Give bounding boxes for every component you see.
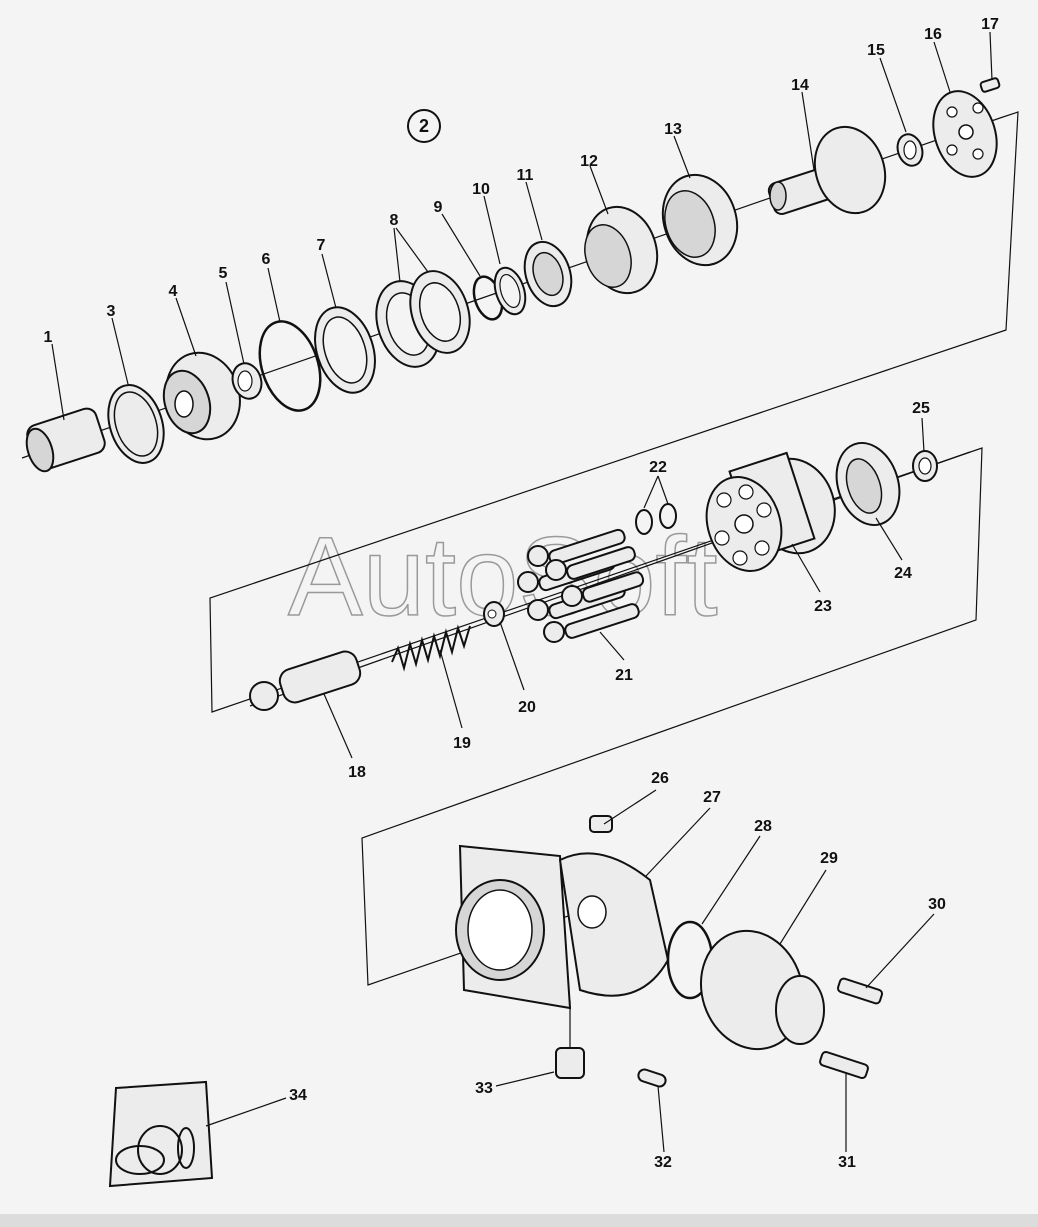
part-1-splined-coupling [25, 407, 106, 473]
callout-20: 20 [518, 699, 536, 716]
callout-9: 9 [434, 199, 443, 216]
part-29-port-plate [699, 929, 825, 1051]
callout-8: 8 [390, 212, 399, 229]
callout-19: 19 [453, 735, 471, 752]
callout-27: 27 [703, 789, 721, 806]
part-5-seal [231, 362, 263, 400]
part-30-bolt [836, 977, 884, 1005]
part-3-retaining-ring [107, 384, 165, 464]
part-17-screw [979, 77, 1001, 93]
callout-1: 1 [44, 329, 53, 346]
part-12-bearing-race [584, 205, 659, 295]
callout-32: 32 [654, 1154, 672, 1171]
callout-21: 21 [615, 667, 633, 684]
part-14-drive-shaft [767, 125, 887, 215]
callout-26: 26 [651, 770, 669, 787]
part-34-seal-kit-bag [108, 1080, 214, 1188]
callout-labels: 1 3 4 5 6 7 8 9 10 11 12 13 14 15 16 17 … [44, 16, 999, 1171]
callout-18: 18 [348, 764, 366, 781]
callout-13: 13 [664, 121, 682, 138]
part-26-plug [589, 815, 613, 833]
part-10-spacer-ring [493, 266, 527, 316]
bottom-border [0, 1214, 1038, 1227]
callout-15: 15 [867, 42, 885, 59]
part-11-bearing [523, 240, 573, 308]
callout-16: 16 [924, 26, 942, 43]
part-15-washer [896, 133, 924, 167]
callout-12: 12 [580, 153, 598, 170]
svg-text:2: 2 [419, 116, 429, 136]
callout-11: 11 [517, 167, 534, 184]
part-24-valve-plate [835, 441, 901, 527]
callout-34: 34 [289, 1087, 307, 1104]
leader-lines [51, 31, 993, 1153]
part-19-spring [391, 624, 471, 672]
part-7-shim-washer [314, 306, 376, 394]
part-6-o-ring [258, 320, 322, 412]
callout-22: 22 [649, 459, 667, 476]
callout-3: 3 [107, 303, 116, 320]
callout-10: 10 [472, 181, 490, 198]
callout-6: 6 [262, 251, 271, 268]
callout-23: 23 [814, 598, 832, 615]
callout-31: 31 [838, 1154, 856, 1171]
group-marker: 2 [407, 109, 441, 143]
part-16-retaining-plate [932, 90, 998, 178]
part-23-cylinder-block [705, 451, 836, 572]
callout-29: 29 [820, 850, 838, 867]
part-4-seal-housing [162, 351, 241, 441]
callout-30: 30 [928, 896, 946, 913]
callout-17: 17 [981, 16, 999, 33]
callout-4: 4 [169, 283, 178, 300]
part-13-roller-bearing [661, 173, 739, 267]
part-31-bolt [819, 1050, 869, 1080]
part-20-spring-seat [483, 601, 505, 627]
part-8-thrust-washers [375, 270, 471, 368]
callout-25: 25 [912, 400, 930, 417]
part-33-plug [555, 1047, 585, 1079]
part-32-pin [637, 1068, 667, 1088]
callout-28: 28 [754, 818, 772, 835]
callout-33: 33 [475, 1080, 493, 1097]
part-25-washer [912, 450, 938, 482]
part-27-housing [455, 844, 670, 1010]
part-21-pistons [517, 528, 645, 643]
callout-24: 24 [894, 565, 912, 582]
callout-7: 7 [317, 237, 326, 254]
callout-14: 14 [791, 77, 809, 94]
callout-5: 5 [219, 265, 228, 282]
part-18-center-pin [249, 650, 362, 711]
